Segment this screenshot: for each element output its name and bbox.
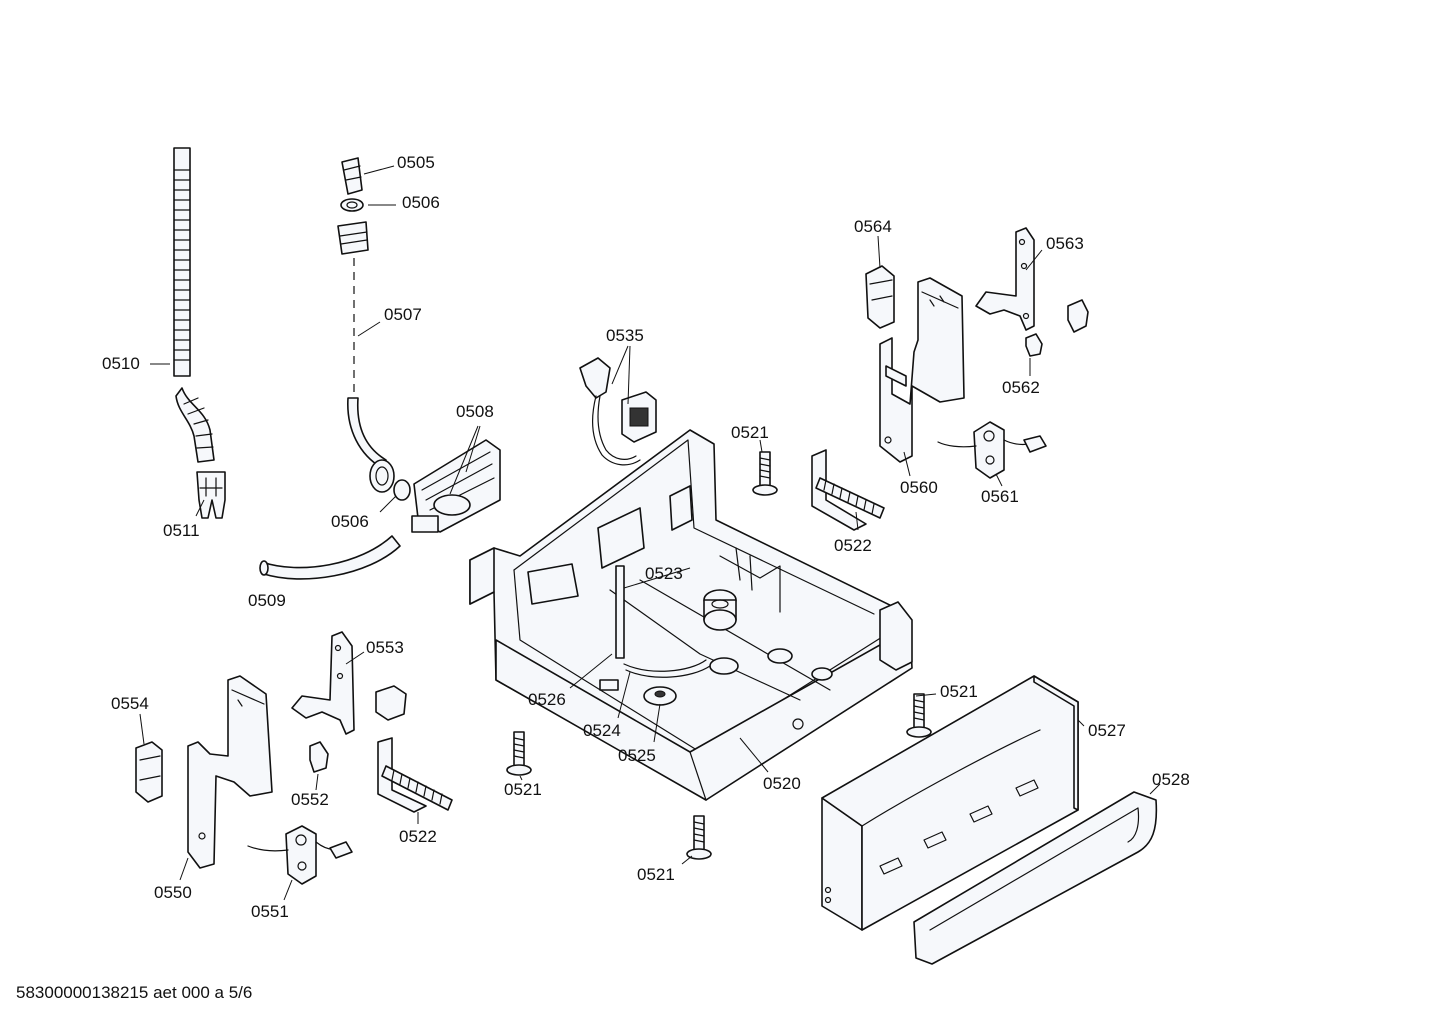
part-0560-bracket xyxy=(879,277,965,463)
part-0505-cap xyxy=(341,157,363,195)
part-0510-drain-hose xyxy=(173,147,215,463)
part-0562-clip xyxy=(1025,333,1043,357)
label-0506-bottom: 0506 xyxy=(331,512,369,531)
label-0521-upper: 0521 xyxy=(731,423,769,442)
label-0553: 0553 xyxy=(366,638,404,657)
label-0510: 0510 xyxy=(102,354,140,373)
label-0505: 0505 xyxy=(397,153,435,172)
label-0554: 0554 xyxy=(111,694,149,713)
part-0506-washer-top xyxy=(340,198,364,212)
label-0562: 0562 xyxy=(1002,378,1040,397)
label-0507: 0507 xyxy=(384,305,422,324)
part-0554-clip xyxy=(135,741,163,803)
part-0561-switch xyxy=(937,421,1047,479)
part-0563-bracket xyxy=(975,227,1089,333)
part-0528-kick-plate xyxy=(913,791,1158,965)
part-0521-foot-left xyxy=(506,731,532,776)
label-0522-lower: 0522 xyxy=(399,827,437,846)
part-0511-hose-holder xyxy=(196,471,226,519)
part-0553-bracket xyxy=(291,631,407,735)
label-0508: 0508 xyxy=(456,402,494,421)
part-labels: 0505 0506 0507 0508 0506 0509 0510 0511 … xyxy=(102,153,1190,921)
part-0520-base-frame xyxy=(469,429,913,801)
label-0521-left: 0521 xyxy=(504,780,542,799)
part-0508-valve-assembly xyxy=(369,439,501,533)
label-0552: 0552 xyxy=(291,790,329,809)
label-0527: 0527 xyxy=(1088,721,1126,740)
part-0535-cable-connector xyxy=(579,357,657,466)
label-0523: 0523 xyxy=(645,564,683,583)
part-0521-foot-bottom xyxy=(686,815,712,860)
label-0509: 0509 xyxy=(248,591,286,610)
label-0550: 0550 xyxy=(154,883,192,902)
label-0551: 0551 xyxy=(251,902,289,921)
part-0552-clip xyxy=(309,741,329,773)
label-0506-top: 0506 xyxy=(402,193,440,212)
part-0509-hose xyxy=(259,535,401,580)
part-0527-front-panel xyxy=(821,675,1079,931)
part-0522-spring-upper xyxy=(811,449,885,531)
part-0522-spring-lower xyxy=(377,737,453,813)
label-0535: 0535 xyxy=(606,326,644,345)
label-0560: 0560 xyxy=(900,478,938,497)
label-0521-bottom: 0521 xyxy=(637,865,675,884)
label-0511: 0511 xyxy=(163,521,200,540)
part-0550-bracket xyxy=(187,675,273,869)
label-0561: 0561 xyxy=(981,487,1019,506)
label-0525: 0525 xyxy=(618,746,656,765)
label-0522-upper: 0522 xyxy=(834,536,872,555)
label-0563: 0563 xyxy=(1046,234,1084,253)
label-0524: 0524 xyxy=(583,721,621,740)
label-0526: 0526 xyxy=(528,690,566,709)
part-0564-clip xyxy=(865,265,895,329)
part-0507-inlet-hose xyxy=(337,221,387,469)
part-0551-switch xyxy=(247,825,353,885)
label-0520: 0520 xyxy=(763,774,801,793)
label-0564: 0564 xyxy=(854,217,892,236)
label-0528: 0528 xyxy=(1152,770,1190,789)
label-0521-right: 0521 xyxy=(940,682,978,701)
leader-lines xyxy=(139,165,1161,901)
document-id: 58300000138215 aet 000 a 5/6 xyxy=(16,983,252,1002)
part-0521-foot-right xyxy=(906,693,932,738)
part-0521-foot-upper xyxy=(752,451,778,496)
